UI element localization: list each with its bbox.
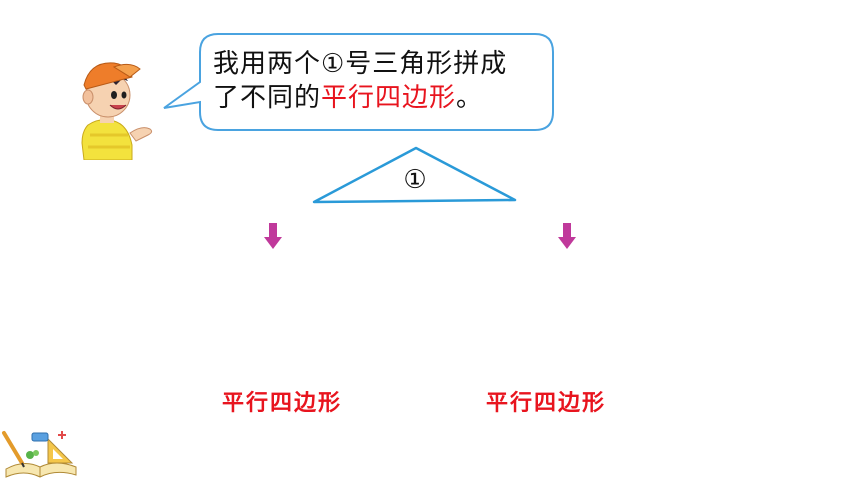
speech-bubble [163, 33, 554, 131]
speech-line-2: 了不同的平行四边形。 [213, 81, 543, 115]
speech-line-2-plain: 了不同的 [213, 83, 322, 113]
down-arrow-icon [264, 223, 282, 249]
speech-line-2-end: 。 [456, 83, 484, 113]
stationery-decoration-icon [2, 431, 77, 478]
result-label-right: 平行四边形 [486, 390, 607, 416]
speech-highlight: 平行四边形 [321, 83, 457, 113]
triangle-shape [312, 146, 517, 204]
speech-line-1: 我用两个①号三角形拼成 [213, 49, 508, 79]
triangle-label: ① [403, 165, 427, 195]
down-arrow-icon [558, 223, 576, 249]
result-label-left: 平行四边形 [222, 390, 343, 416]
speech-text: 我用两个①号三角形拼成 了不同的平行四边形。 [213, 47, 543, 115]
boy-character-icon [81, 62, 153, 160]
